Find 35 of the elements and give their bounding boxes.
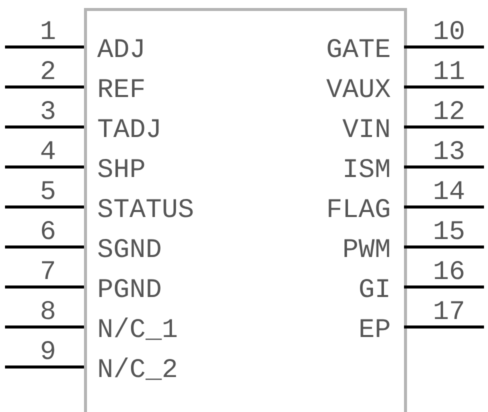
pin-number: 7 <box>42 261 54 279</box>
pin-name: TADJ <box>98 119 159 138</box>
pin-number: 14 <box>434 181 464 199</box>
pin-name: FLAG <box>328 199 390 218</box>
pin-number: 11 <box>434 61 464 79</box>
pin-number: 13 <box>434 141 464 160</box>
pin-number: 2 <box>42 61 54 79</box>
pin-name: N/C_1 <box>99 318 177 340</box>
pin-name: STATUS <box>98 199 193 218</box>
pin-name: ISM <box>345 159 390 178</box>
pin-number: 17 <box>434 301 464 319</box>
pin-name: ADJ <box>97 39 142 58</box>
pin-number: 5 <box>42 181 54 200</box>
pin-number: 12 <box>434 101 464 119</box>
pin-number: 4 <box>41 141 55 159</box>
pin-number: 6 <box>42 221 54 240</box>
pin-number: 16 <box>434 261 464 280</box>
pin-number: 3 <box>42 101 54 120</box>
ic-body <box>84 8 407 412</box>
pin-name: GATE <box>328 39 390 58</box>
pin-number: 10 <box>434 21 464 40</box>
pin-name: GI <box>360 279 388 298</box>
pin-number: 8 <box>42 301 54 320</box>
pin-name: REF <box>99 79 144 97</box>
pin-name: VIN <box>342 119 389 137</box>
pin-name: PGND <box>99 279 160 298</box>
pin-name: PWM <box>344 239 390 257</box>
pin-name: N/C_2 <box>99 358 176 380</box>
pin-number: 9 <box>42 341 54 360</box>
pin-name: SGND <box>98 239 160 258</box>
pin-name: VAUX <box>326 79 390 98</box>
pin-name: SHP <box>98 159 144 178</box>
pin-number: 15 <box>434 221 464 240</box>
pin-number: 1 <box>42 21 55 39</box>
pin-name: EP <box>360 319 390 337</box>
